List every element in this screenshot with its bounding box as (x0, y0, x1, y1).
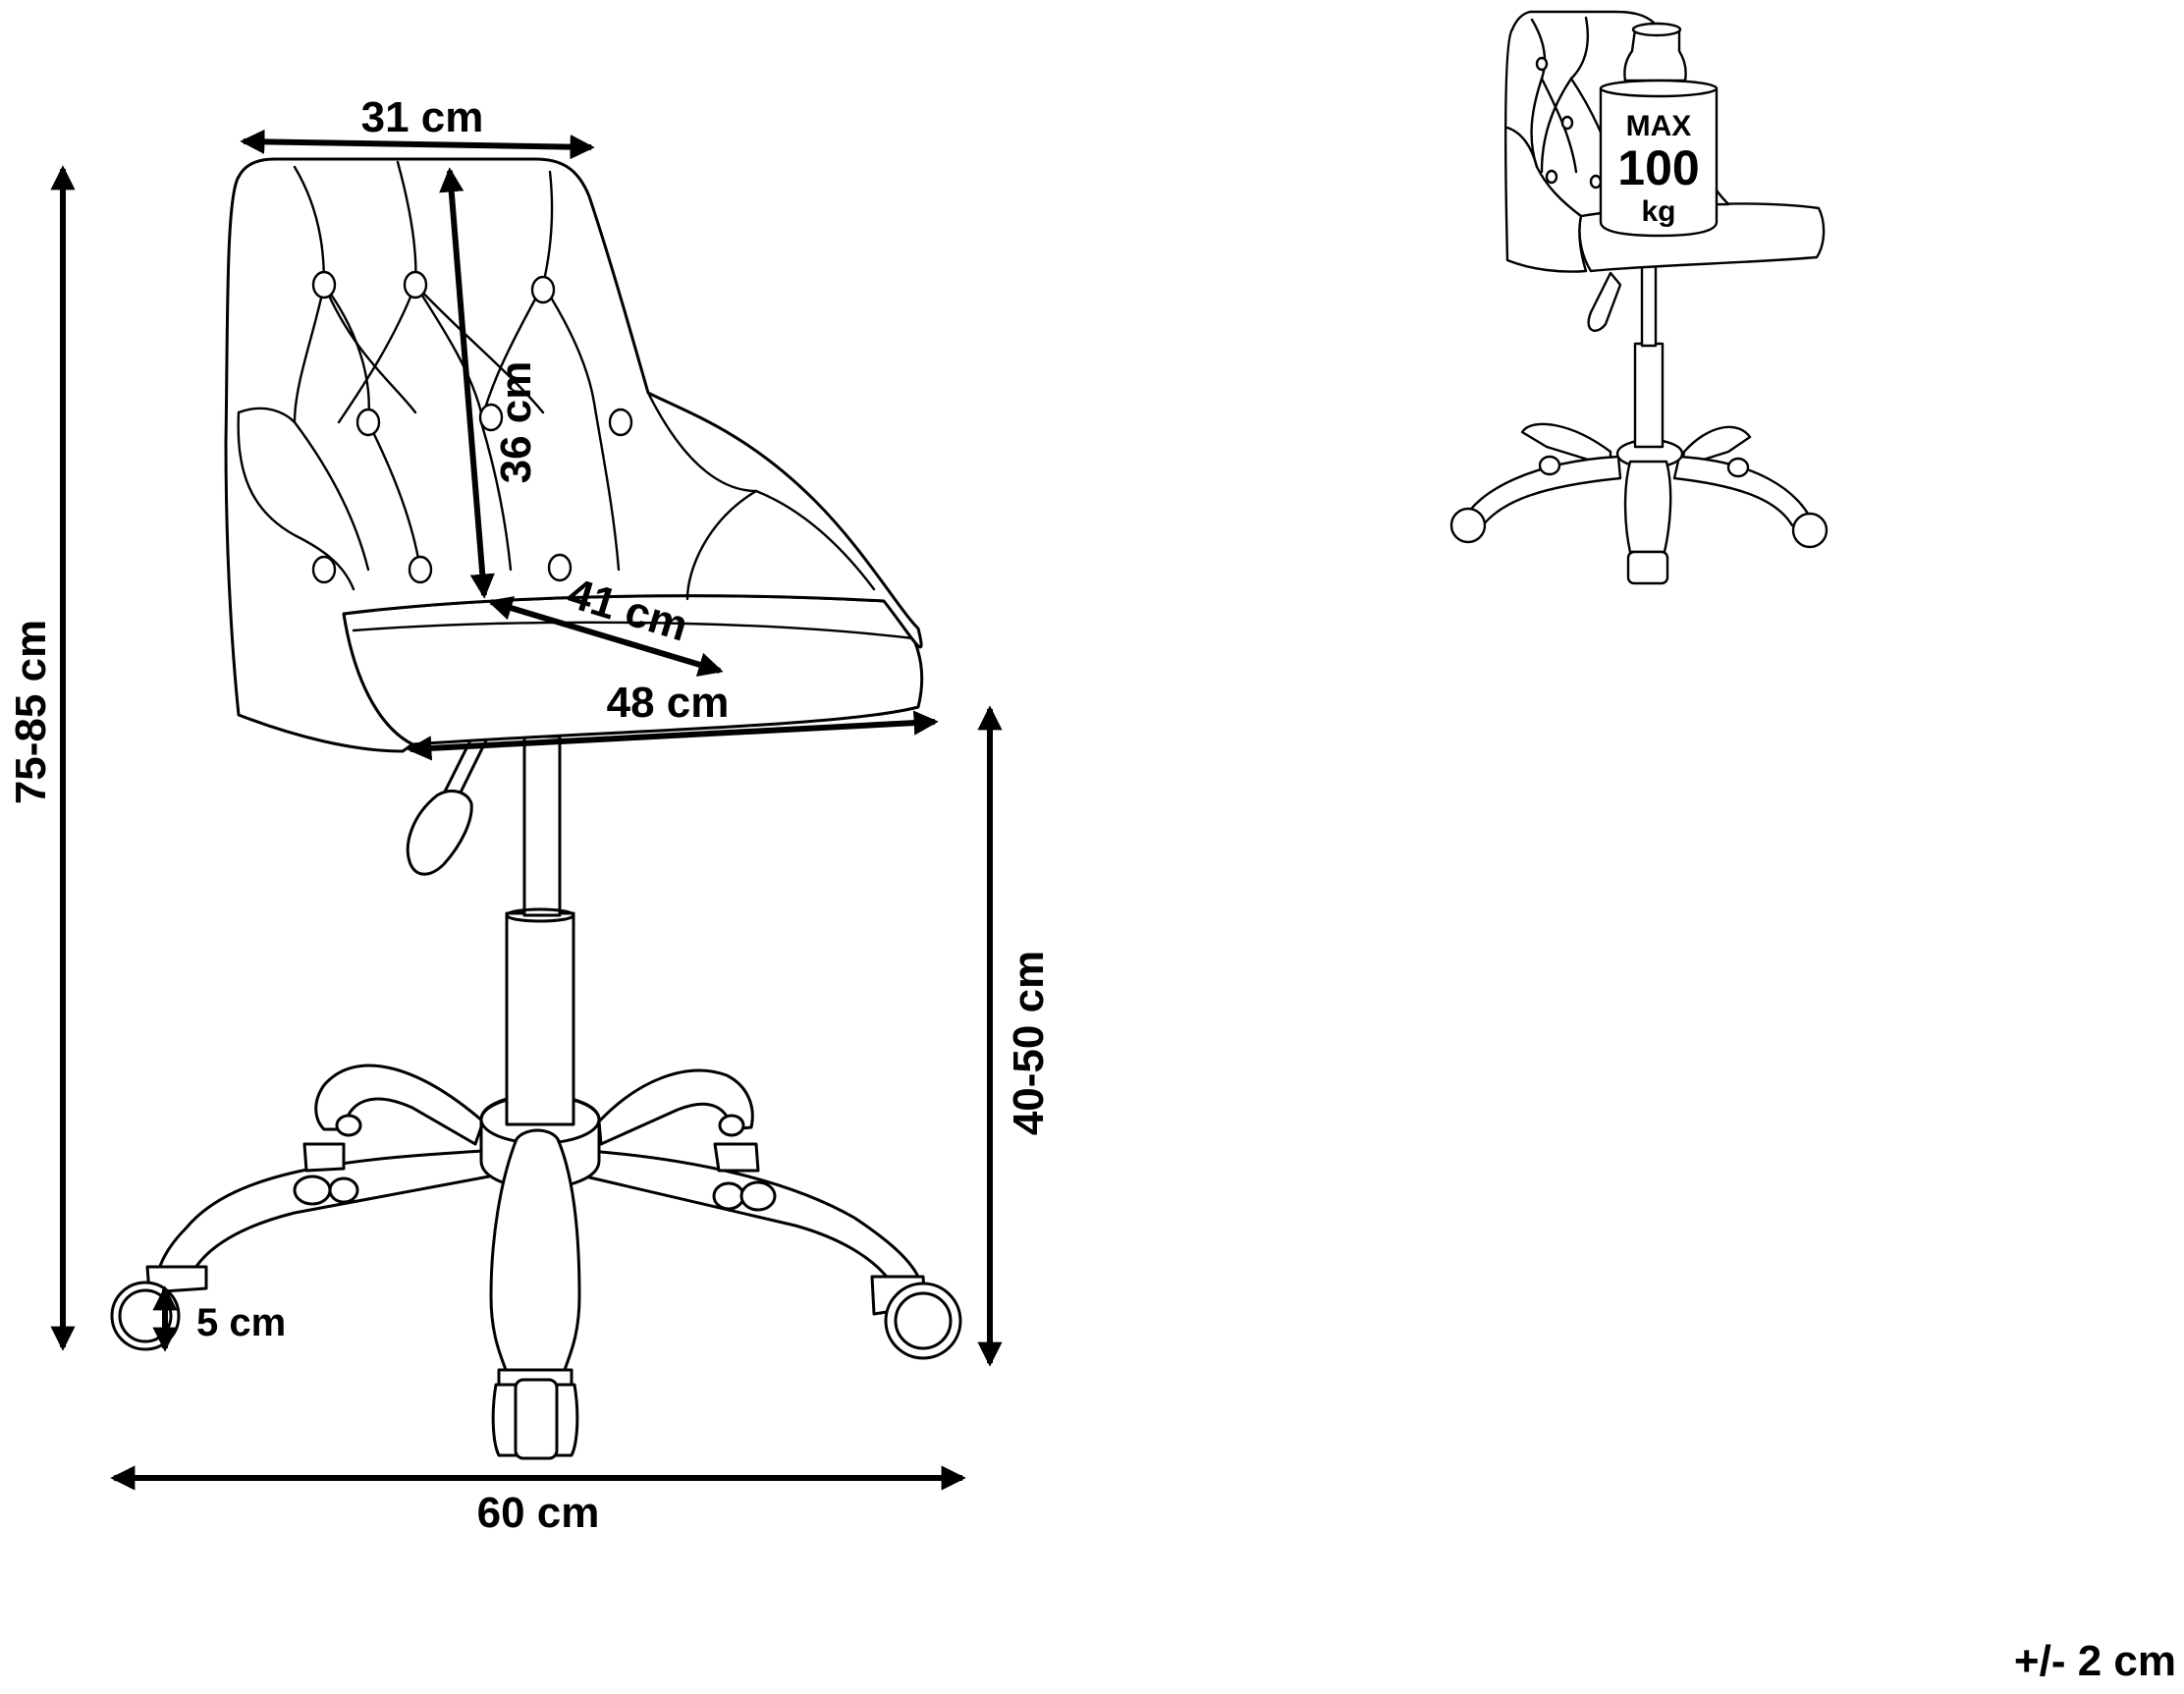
tolerance-note: +/- 2 cm (2014, 1637, 2176, 1685)
load-capacity-chair (1449, 10, 1829, 585)
weight-bottle-icon (1599, 22, 1719, 238)
load-badge-max: MAX (1626, 110, 1692, 142)
front-left-caster (110, 1265, 208, 1351)
front-center-caster (491, 1368, 579, 1460)
front-center-leg (489, 1128, 581, 1372)
main-chair-drawing (110, 157, 962, 1460)
gas-cylinder-upper (522, 735, 562, 917)
front-right-leg (583, 1149, 920, 1288)
total-height-label: 75-85 cm (7, 620, 55, 804)
backrest-shell (224, 157, 923, 753)
backrest-width-arrow (240, 129, 595, 160)
dimension-lines (50, 129, 1003, 1491)
backrest-height-label: 36 cm (492, 361, 540, 484)
backrest-buttons (311, 270, 633, 584)
back-left-caster (293, 1114, 362, 1206)
front-right-caster (870, 1275, 962, 1360)
seat-width-label: 48 cm (607, 679, 730, 727)
load-badge-unit: kg (1641, 195, 1675, 228)
backrest-height-arrow (439, 167, 495, 599)
base-width-label: 60 cm (477, 1489, 600, 1537)
gas-cylinder-lower (505, 911, 575, 1126)
load-badge-value: 100 (1617, 140, 1699, 195)
back-right-caster (712, 1114, 777, 1212)
back-left-leg (314, 1064, 485, 1146)
backrest-width-label: 31 cm (361, 93, 484, 141)
wheel-diameter-label: 5 cm (196, 1301, 286, 1344)
seat-height-label: 40-50 cm (1005, 951, 1053, 1135)
seat-width-arrow (407, 710, 939, 761)
back-right-leg (597, 1068, 754, 1146)
seat-depth-arrow (487, 596, 724, 677)
